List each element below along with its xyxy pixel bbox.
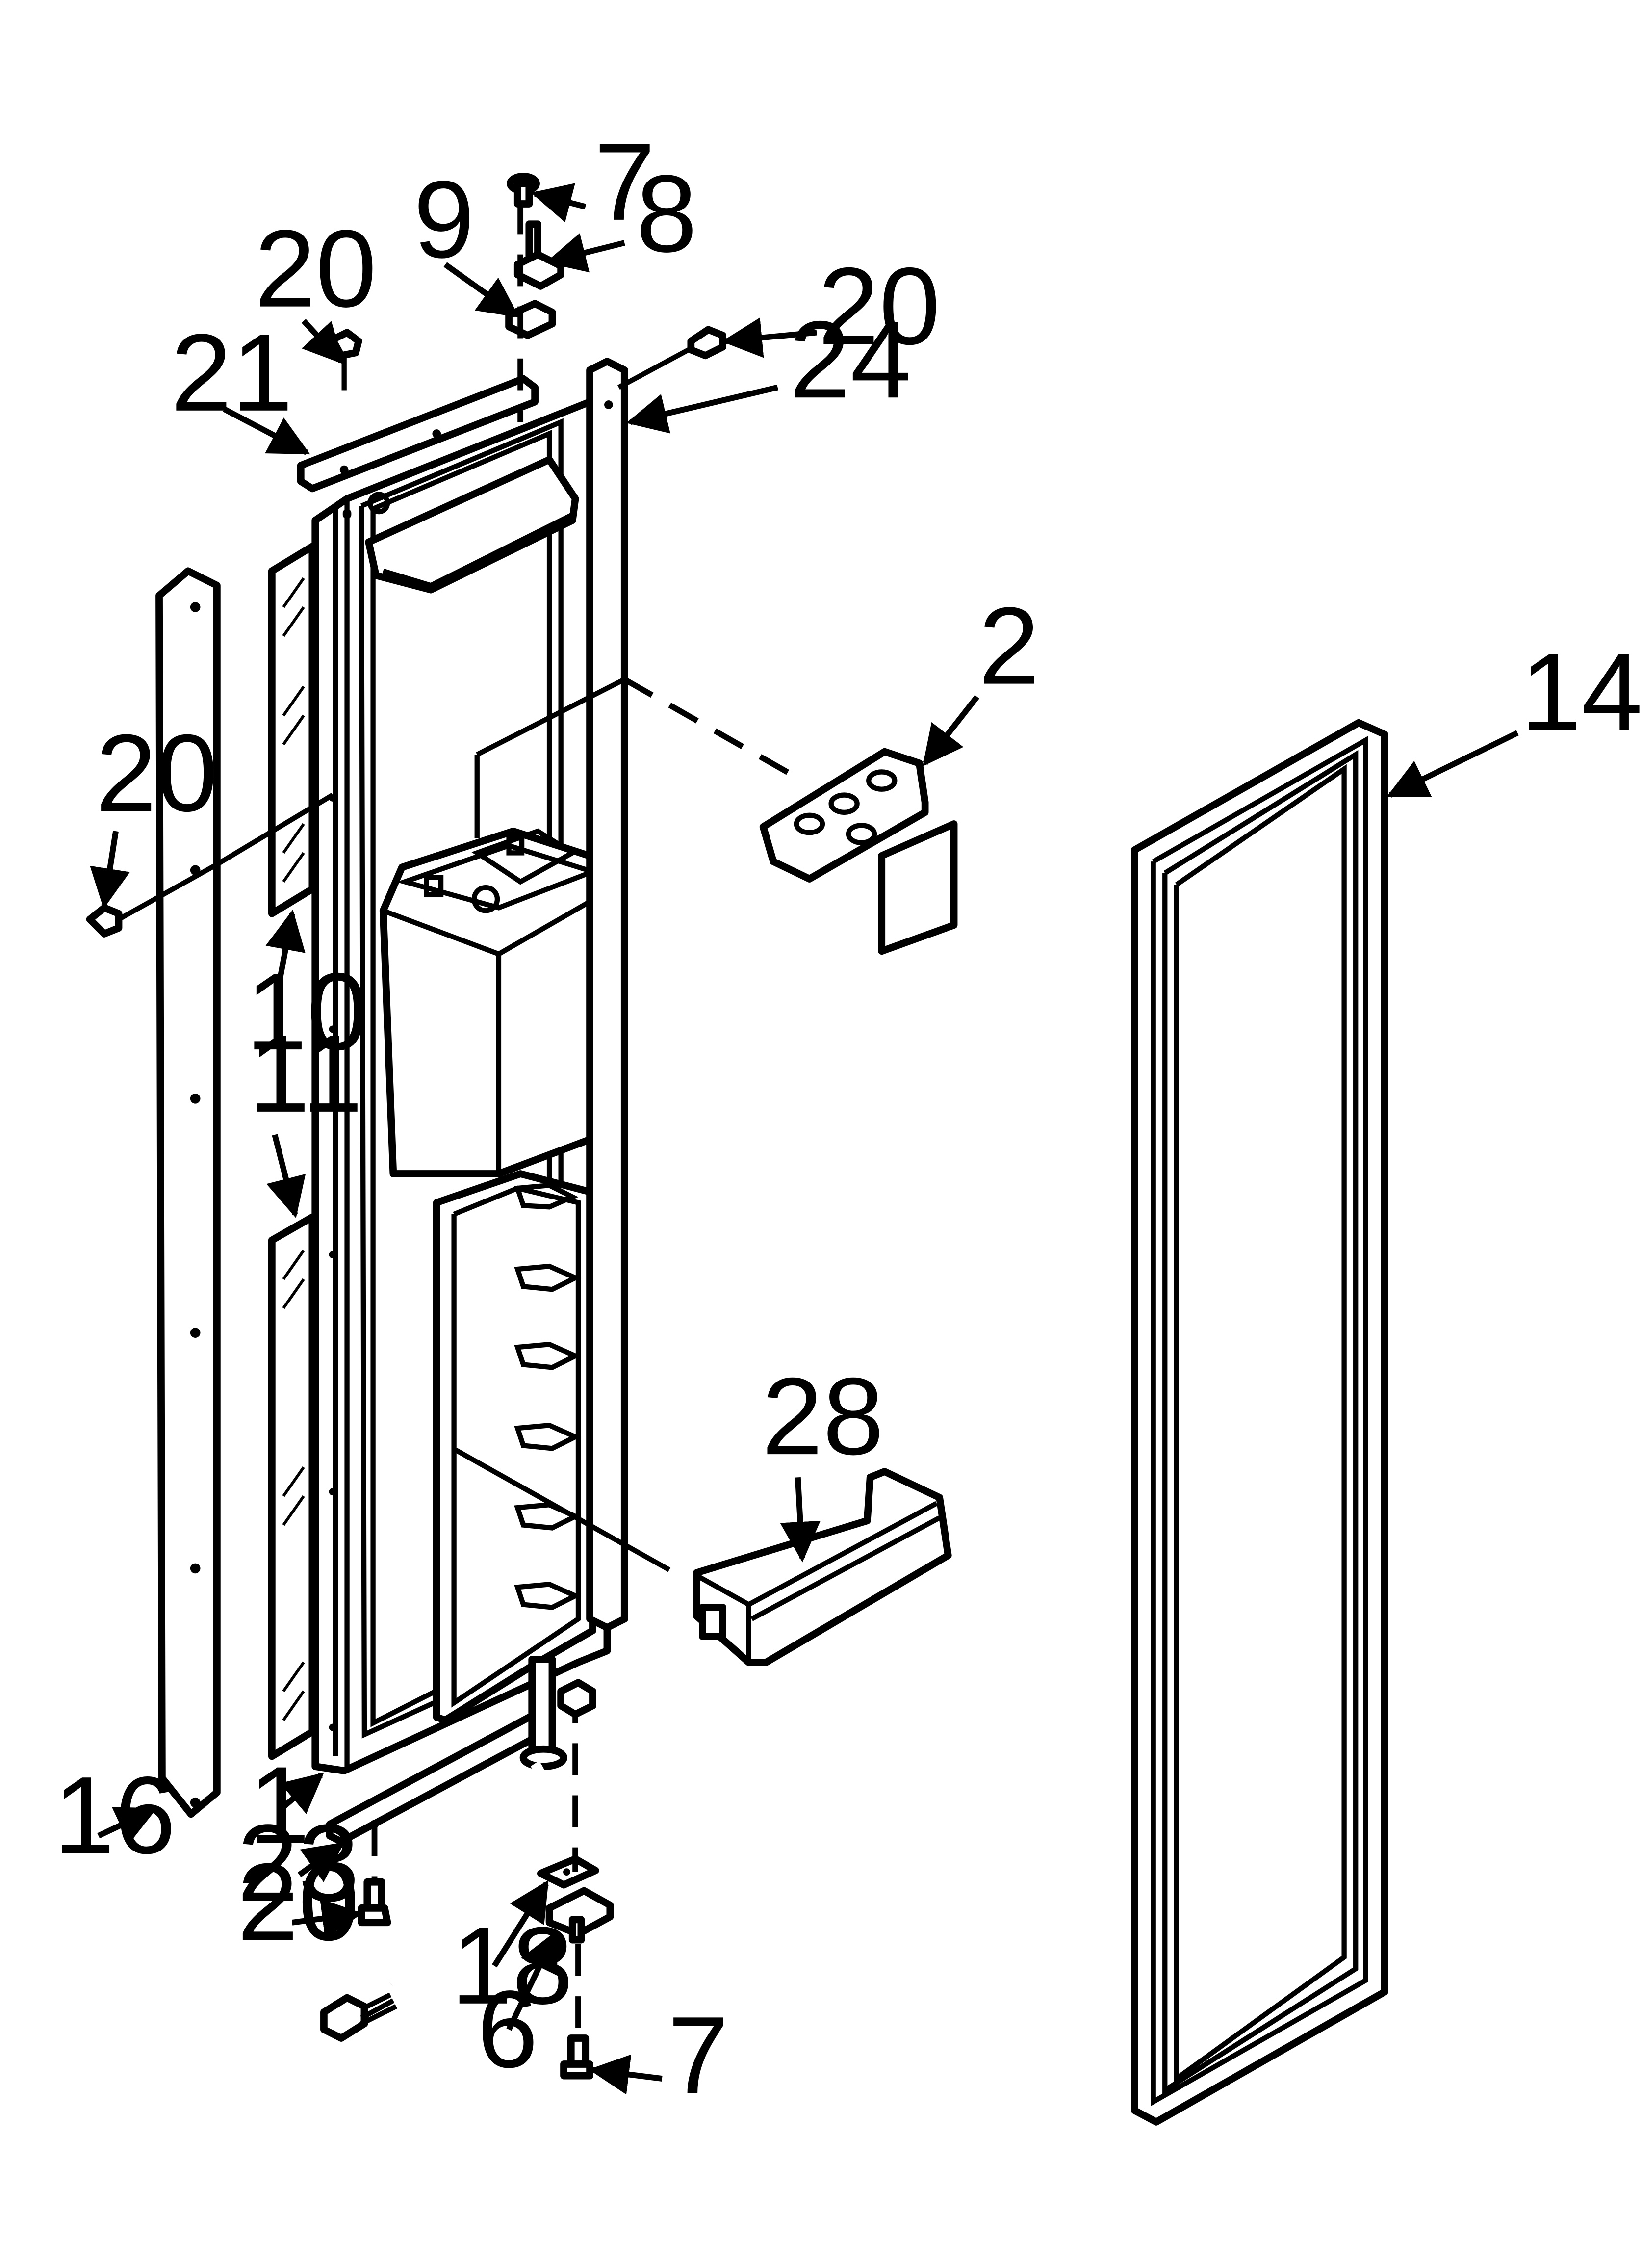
callout-20-topleft: 20 [255, 208, 377, 330]
part-11-pad [268, 1213, 316, 1760]
bottom-hinge-top-bracket [557, 1679, 596, 1718]
callout-24: 24 [789, 298, 911, 421]
callout-20-topright: 20 [818, 245, 940, 367]
callout-28: 28 [762, 1355, 884, 1478]
part-16-side-panel [155, 567, 221, 1818]
part-1-door-liner [311, 398, 628, 1774]
leader-lines [90, 183, 1519, 2095]
callout-11: 11 [249, 1013, 362, 1135]
callout-10: 10 [246, 950, 368, 1073]
callout-23: 23 [237, 1802, 359, 1925]
hinge-plate-dash [623, 677, 804, 783]
part-20-screw-topright [687, 326, 727, 360]
part-20-screw-topleft [329, 329, 362, 391]
part-20-screw-bottom [358, 1878, 391, 1927]
part-7-bottom-screw [560, 2034, 593, 2080]
callout-7-top: 7 [594, 121, 655, 243]
part-28-door-bin [693, 1468, 952, 1666]
part-14-gasket [1131, 719, 1388, 2126]
part-20-screw-left [86, 862, 218, 938]
part-9-hinge-shim [505, 300, 556, 339]
callout-1: 1 [249, 1744, 310, 1867]
callout-9: 9 [413, 158, 475, 281]
callout-2: 2 [978, 585, 1040, 707]
part-7-top-screw [507, 173, 540, 208]
callout-20-bottom: 20 [237, 1841, 359, 1963]
callout-16: 16 [53, 1754, 176, 1877]
bin-hooks [514, 1182, 582, 1610]
callout-7-bottom: 7 [668, 1994, 729, 2116]
part-18-bottom-shim [537, 1855, 599, 1889]
part-10-pad [268, 543, 316, 917]
callout-8: 8 [636, 153, 697, 275]
callout-20-left: 20 [96, 712, 218, 834]
callout-6: 6 [477, 1968, 539, 2090]
part-2-hinge-plate [759, 748, 958, 955]
callout-14: 14 [1520, 631, 1642, 754]
part-6-bottom-hinge [545, 1887, 614, 1944]
wire-harness [320, 1656, 567, 2042]
part-24-trim [586, 358, 628, 1632]
callout-labels: 7 8 9 20 20 24 21 2 14 20 10 11 28 16 1 … [53, 121, 1642, 2117]
callout-18: 18 [451, 1904, 573, 2027]
callout-21: 21 [171, 312, 293, 434]
part-8-hinge-pin [513, 220, 565, 290]
